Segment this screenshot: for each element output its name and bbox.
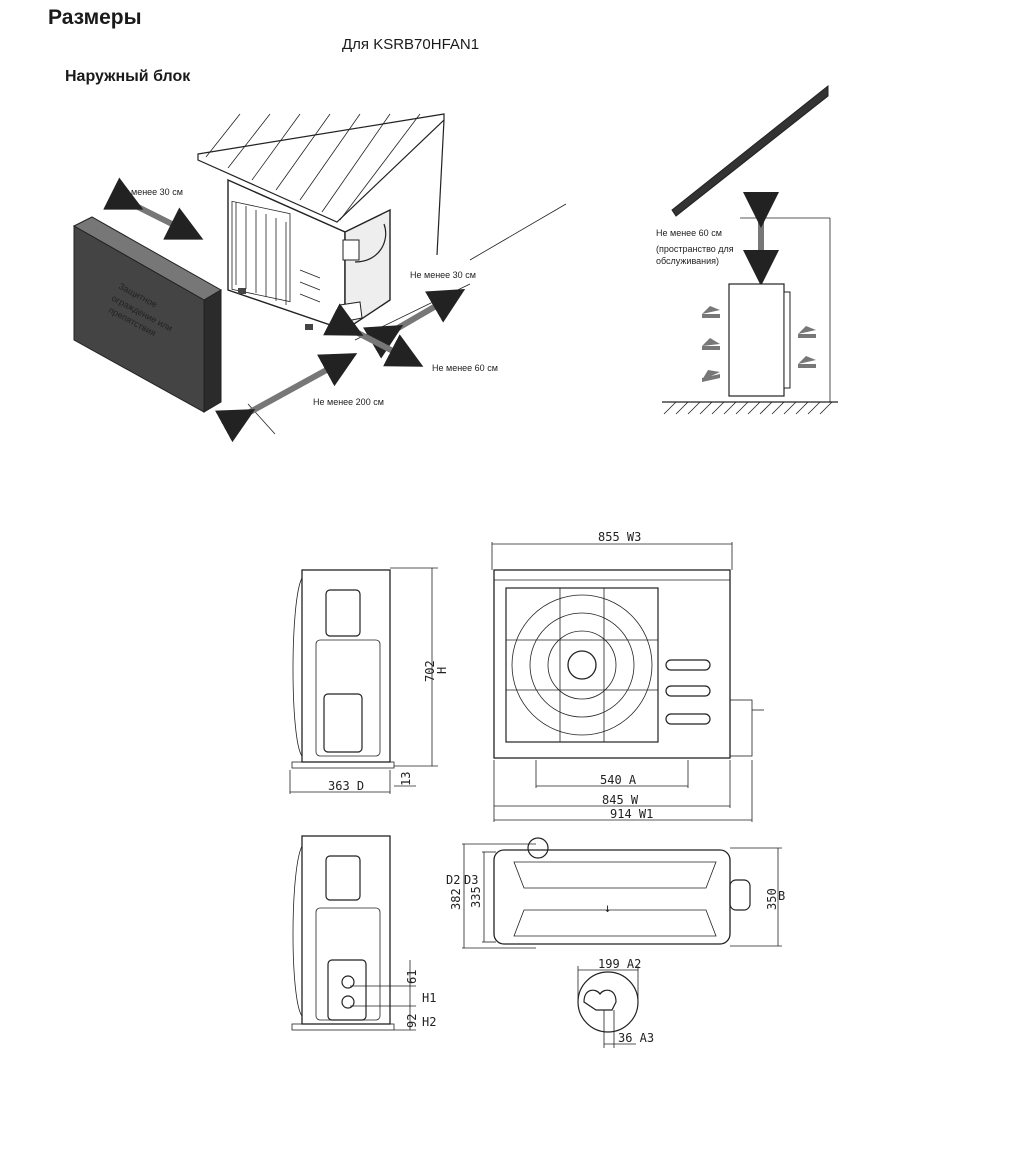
dim-foot-value: 13 xyxy=(399,772,413,786)
dim-w3-value: 855 W3 xyxy=(598,530,641,544)
model-label: Для KSRB70HFAN1 xyxy=(342,36,480,53)
dim-a3-value: 36 A3 xyxy=(618,1031,654,1045)
unit-side-view xyxy=(728,283,785,397)
dim-h-code: H xyxy=(435,667,449,674)
top-view-dimensions: ↓ D2 382 D3 335 350 B xyxy=(446,837,785,949)
dim-a2-value: 199 A2 xyxy=(598,957,641,971)
ground-hatching xyxy=(663,401,833,415)
wall-line xyxy=(469,203,567,261)
dim-w1-value: 914 W1 xyxy=(610,807,653,821)
clearance-right-label: Не менее 60 см xyxy=(432,363,498,373)
dim-d3-value: 335 xyxy=(469,886,483,908)
foot-detail: 199 A2 36 A3 xyxy=(577,957,654,1048)
dim-d3-code: D3 xyxy=(464,873,478,887)
dim-h2-value: 92 xyxy=(405,1014,419,1028)
clearance-top-label-2: (пространство для xyxy=(656,244,734,254)
dim-d-value: 363 D xyxy=(328,779,364,793)
page-title: Размеры xyxy=(48,6,142,29)
dim-d2-code: D2 xyxy=(446,873,460,887)
clearance-top-label-1: Не менее 60 см xyxy=(656,228,722,238)
dim-h1-code: H1 xyxy=(422,991,436,1005)
dim-w-value: 845 W xyxy=(602,793,639,807)
dim-b-value: 350 xyxy=(765,888,779,910)
front-clearance-arrow xyxy=(215,353,358,443)
clearance-back-label: Не менее 30 см xyxy=(410,270,476,280)
left-clearance-arrow xyxy=(103,177,204,240)
dim-h-value: 702 xyxy=(423,660,437,682)
roof xyxy=(197,113,445,256)
dim-a-value: 540 A xyxy=(600,773,637,787)
protective-barrier: Защитное ограждение или препятствия xyxy=(72,216,223,413)
right-clearance-arrow xyxy=(323,303,424,367)
section-title: Наружный блок xyxy=(65,68,191,85)
service-clearance-illustration: Не менее 60 см (пространство для обслужи… xyxy=(656,84,838,415)
dim-h1-value: 61 xyxy=(405,970,419,984)
side-view-pipes: 61 H1 92 H2 xyxy=(291,835,436,1031)
dim-h2-code: H2 xyxy=(422,1015,436,1029)
svg-text:↓: ↓ xyxy=(604,901,611,915)
clearance-left-label: Не менее 30 см xyxy=(117,187,183,197)
dim-d2-value: 382 xyxy=(449,888,463,910)
airflow-arrows xyxy=(702,306,816,382)
back-clearance-arrow xyxy=(363,288,466,359)
installation-illustration: Защитное ограждение или препятствия Не м… xyxy=(72,113,567,443)
side-view-dimensions: 702 H 13 363 D xyxy=(289,567,449,794)
dim-b-code: B xyxy=(778,889,785,903)
clearance-top-label-3: обслуживания) xyxy=(656,256,719,266)
front-view-dimensions: 855 W3 540 A 845 W 914 W1 xyxy=(491,530,764,822)
clearance-front-label: Не менее 200 см xyxy=(313,397,384,407)
